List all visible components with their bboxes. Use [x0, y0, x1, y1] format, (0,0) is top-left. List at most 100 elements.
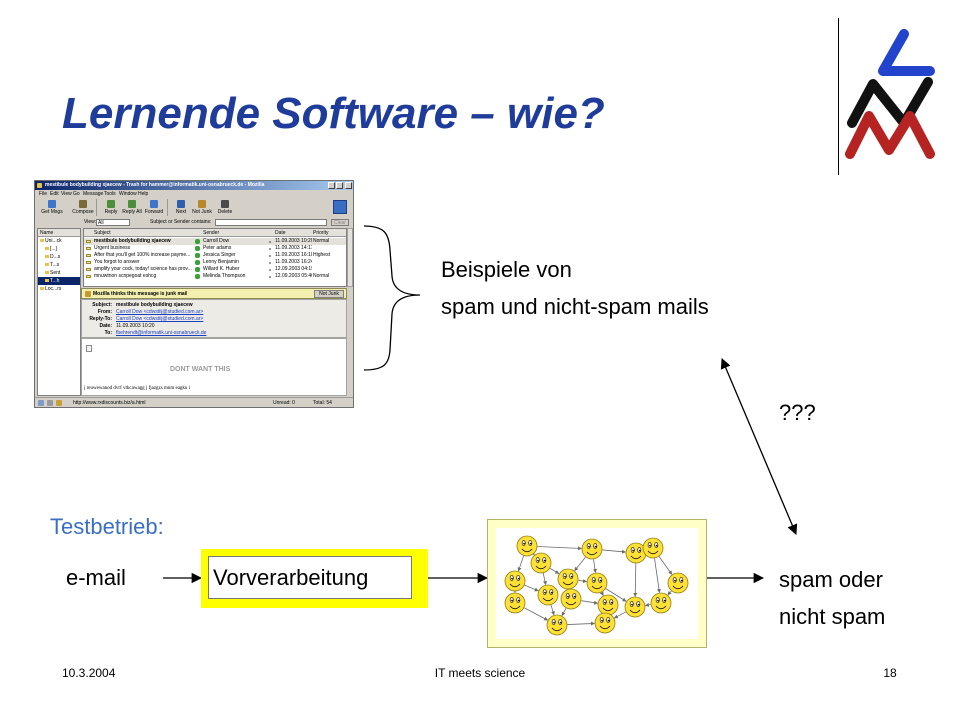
examples-text-line1: Beispiele von	[441, 257, 572, 282]
menu-file[interactable]: File	[39, 191, 48, 197]
reply-button[interactable]: Reply	[99, 199, 123, 217]
forward-button[interactable]: Forward	[142, 199, 166, 217]
pencil-icon	[79, 200, 87, 208]
folder-icon	[45, 255, 49, 259]
header-from-value[interactable]: Carroll Dow <cdwstiij@studied.com.ar>	[116, 309, 204, 315]
column-subject[interactable]: Subject	[94, 230, 111, 236]
message-row[interactable]: You forgot to answer Lenny Benjamin 11.0…	[84, 259, 346, 266]
maximize-button[interactable]	[336, 182, 343, 189]
message-sender: Jessica Singer	[203, 252, 236, 258]
footer-date: 10.3.2004	[62, 666, 116, 680]
envelope-icon	[86, 254, 91, 257]
header-to-value[interactable]: fbehrendt@informatik.uni-osnabrueck.de	[116, 330, 207, 336]
folder-label: D...s	[50, 254, 61, 260]
sender-icon	[195, 239, 200, 244]
message-row[interactable]: mestibule bodybuilding xjaecew Carroll D…	[84, 238, 346, 245]
message-date: 11.09.2003 16:10	[275, 252, 312, 258]
smiley-neuron-icon	[530, 552, 552, 574]
logo-blue-stroke	[878, 29, 935, 76]
message-row[interactable]: After that you'll get 100% increase paym…	[84, 252, 346, 259]
security-icon	[47, 400, 53, 406]
output-label-line1: spam oder	[779, 567, 883, 592]
mail-client-screenshot: mestibule bodybuilding xjaecew - Trash f…	[34, 180, 354, 408]
network-connection	[644, 602, 651, 607]
close-button[interactable]	[345, 182, 352, 189]
header-label: Date:	[99, 323, 112, 329]
trash-folder-icon	[45, 279, 49, 283]
envelope-icon	[86, 275, 91, 278]
menu-help[interactable]: Help	[138, 191, 149, 197]
not-junk-button[interactable]: Not Junk	[314, 290, 344, 298]
message-priority: Normal	[313, 273, 330, 279]
read-status-dot	[269, 276, 271, 278]
sender-icon	[195, 253, 200, 258]
envelope-icon	[86, 268, 91, 271]
message-list: Subject Sender Date Priority mestibule b…	[83, 228, 347, 287]
menu-view[interactable]: View	[61, 191, 72, 197]
message-sender: Carroll Dow	[203, 238, 230, 244]
folder-item[interactable]: D...s	[38, 253, 80, 261]
not-junk-label: Not Junk	[192, 209, 212, 215]
menu-edit[interactable]: Edit	[50, 191, 59, 197]
slide-title: Lernende Software – wie?	[62, 89, 605, 138]
next-button[interactable]: Next	[169, 199, 193, 217]
menu-message[interactable]: Message	[83, 191, 104, 197]
folder-item[interactable]: Loc...rs	[38, 285, 80, 293]
header-date-value: 11.09.2003 10:20	[116, 323, 155, 329]
message-row[interactable]: amplify your cock, today! science has pr…	[84, 266, 346, 273]
mozilla-throbber-icon	[333, 200, 347, 214]
message-row[interactable]: mnuwtnon scnpegoat eshcg Melinda Thompso…	[84, 273, 346, 280]
online-status-icon	[38, 400, 44, 406]
network-connection	[517, 555, 524, 572]
message-row[interactable]: Urgent business Peter adams 11.09.2003 1…	[84, 245, 346, 252]
sender-icon	[195, 260, 200, 265]
message-sender: Willard K. Huber	[203, 266, 240, 272]
sender-icon	[195, 246, 200, 251]
folder-item[interactable]: [...]	[38, 245, 80, 253]
folder-item[interactable]: Uni...ck	[38, 237, 80, 245]
get-msgs-label: Get Msgs	[41, 209, 63, 215]
view-select[interactable]: All	[96, 219, 130, 226]
column-date[interactable]: Date	[275, 230, 286, 236]
folder-item-selected[interactable]: T...h	[38, 277, 80, 285]
message-date: 12.09.2003 04:19	[275, 266, 312, 272]
header-label: Subject:	[92, 302, 112, 308]
junk-warning-icon	[85, 291, 91, 297]
header-replyto-value[interactable]: Carroll Dow <cdwstiij@studied.com.ar>	[116, 316, 204, 322]
folder-column-header[interactable]: Name	[38, 229, 80, 237]
slide-number: 18	[883, 666, 897, 680]
smiley-neuron-icon	[546, 614, 568, 636]
read-status-dot	[269, 269, 271, 271]
search-input[interactable]	[215, 219, 327, 226]
reply-all-button[interactable]: Reply All	[120, 199, 144, 217]
status-bar: http://www.rxdiscounts.biz/a.html Unread…	[35, 397, 353, 407]
read-status-dot	[269, 262, 271, 264]
folder-icon	[40, 239, 44, 243]
folder-icon	[45, 263, 49, 267]
preprocessing-box: Vorverarbeitung	[201, 549, 428, 608]
minimize-button[interactable]	[328, 182, 335, 189]
folder-label: T...h	[50, 278, 60, 284]
toolbar-separator	[167, 199, 168, 216]
message-list-scrollbar[interactable]	[347, 228, 353, 287]
clear-button[interactable]: Clear	[331, 219, 349, 226]
compose-button[interactable]: Compose	[71, 199, 95, 217]
network-connection	[654, 558, 661, 594]
folder-pane: Name Uni...ck [...] D...s T...s Sent T..…	[37, 228, 81, 396]
network-connection	[667, 590, 672, 596]
column-priority[interactable]: Priority	[313, 230, 329, 236]
footer-title: IT meets science	[434, 666, 526, 680]
get-msgs-button[interactable]: Get Msgs	[40, 199, 64, 217]
sender-icon	[195, 274, 200, 279]
delete-button[interactable]: Delete	[213, 199, 237, 217]
menu-go[interactable]: Go	[73, 191, 80, 197]
menu-tools[interactable]: Tools	[104, 191, 116, 197]
not-junk-toolbar-button[interactable]: Not Junk	[190, 199, 214, 217]
folder-item[interactable]: Sent	[38, 269, 80, 277]
folder-item[interactable]: T...s	[38, 261, 80, 269]
mail-status-icon	[56, 400, 62, 406]
compose-label: Compose	[72, 209, 94, 215]
menu-window[interactable]: Window	[119, 191, 137, 197]
next-arrow-icon	[177, 200, 185, 208]
column-sender[interactable]: Sender	[203, 230, 220, 236]
